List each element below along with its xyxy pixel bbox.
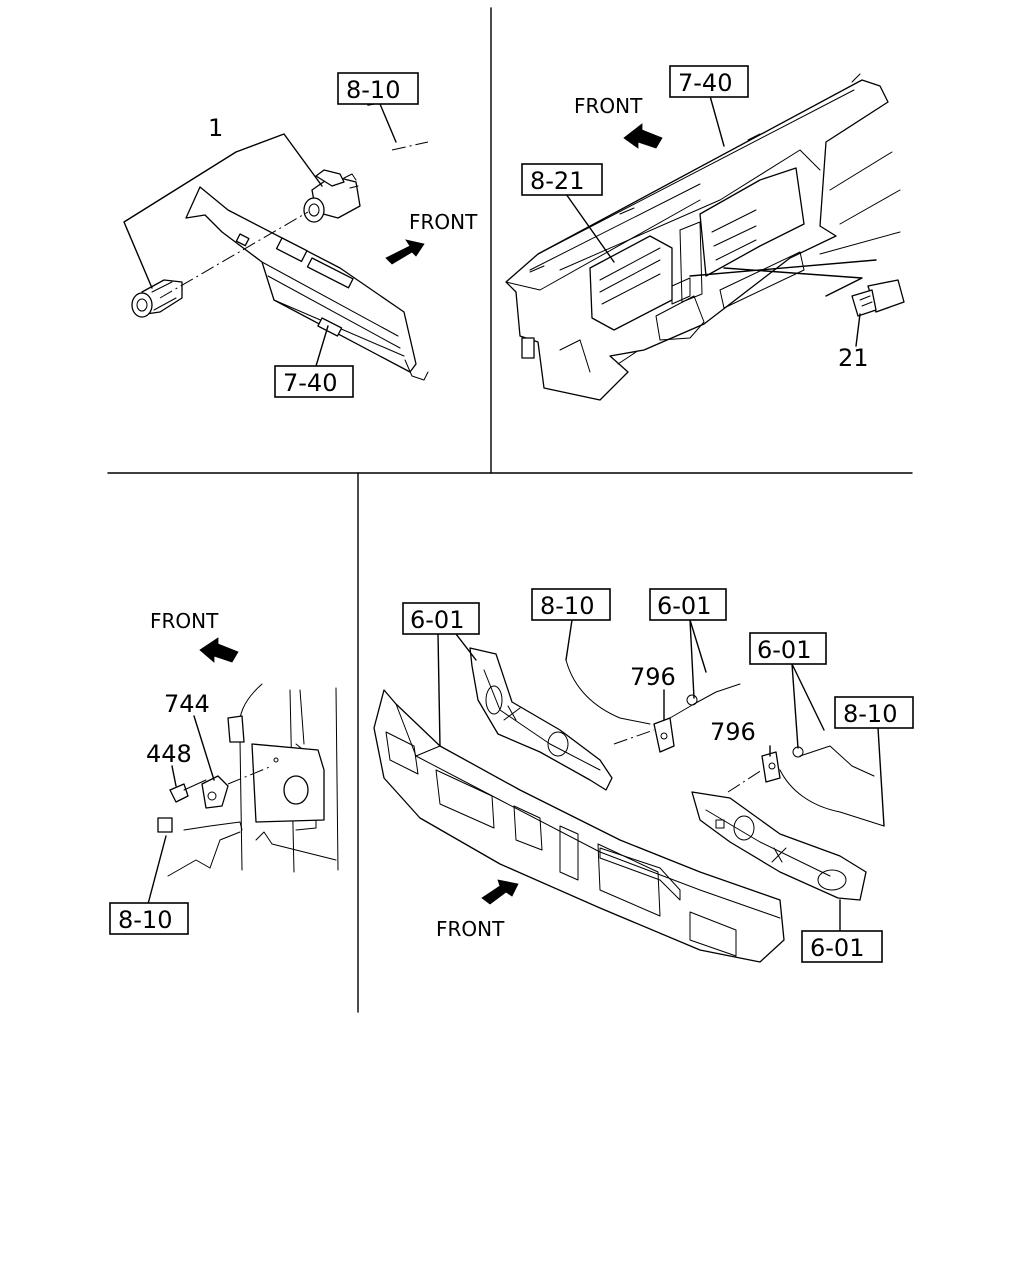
callout-part-448: 448 <box>146 740 192 768</box>
svg-text:6-01: 6-01 <box>810 934 864 962</box>
direction-indicator: FRONT <box>385 210 478 265</box>
callout-part-21: 21 <box>838 344 869 372</box>
dashboard <box>505 79 889 401</box>
trim-slots <box>235 233 354 337</box>
callout-box-8-21: 8-21 <box>521 163 603 196</box>
svg-text:7-40: 7-40 <box>678 69 732 97</box>
callout-box-8-10: 8-10 <box>337 72 419 105</box>
front-label: FRONT <box>574 94 643 118</box>
bumper-openings <box>385 731 737 957</box>
svg-text:6-01: 6-01 <box>657 592 711 620</box>
bumper-bracket-left <box>469 647 613 791</box>
front-label: FRONT <box>409 210 478 234</box>
callout-part-796: 796 <box>630 663 676 691</box>
callout-box-7-40: 7-40 <box>669 65 749 98</box>
svg-text:8-10: 8-10 <box>843 700 897 728</box>
panel-top-left: FRONT 1 8-10 7-40 <box>123 72 478 398</box>
front-arrow-icon <box>385 239 425 265</box>
panel-top-right: FRONT 7-40 8-21 21 <box>505 65 905 401</box>
svg-text:8-10: 8-10 <box>540 592 594 620</box>
callout-part-1: 1 <box>208 114 223 142</box>
callout-box-6-01: 6-01 <box>649 588 727 621</box>
svg-text:7-40: 7-40 <box>283 369 337 397</box>
callout-box-8-10: 8-10 <box>531 588 611 621</box>
svg-text:8-10: 8-10 <box>118 906 172 934</box>
callout-box-6-01: 6-01 <box>749 632 827 665</box>
svg-text:8-21: 8-21 <box>530 167 584 195</box>
connector <box>157 817 173 833</box>
callout-box-8-10: 8-10 <box>109 902 189 935</box>
callout-box-6-01: 6-01 <box>402 602 480 635</box>
panel-bottom-left: FRONT 744 448 8-10 <box>109 609 339 935</box>
front-bumper <box>373 689 785 963</box>
svg-text:6-01: 6-01 <box>757 636 811 664</box>
front-arrow-icon <box>623 123 663 149</box>
sensor-744 <box>201 775 229 809</box>
svg-text:6-01: 6-01 <box>410 606 464 634</box>
sensor-796-left <box>653 717 675 753</box>
sensor-796-right <box>761 751 781 783</box>
switch-assembly <box>303 169 361 223</box>
instrument-panel-trim <box>185 186 417 373</box>
front-arrow-icon <box>481 879 519 905</box>
panel-dividers <box>107 7 913 1013</box>
svg-text:8-10: 8-10 <box>346 76 400 104</box>
direction-indicator: FRONT <box>574 94 663 149</box>
callout-part-744: 744 <box>164 690 210 718</box>
switch-21 <box>851 279 905 317</box>
direction-indicator: FRONT <box>436 879 519 941</box>
front-arrow-icon <box>199 637 239 663</box>
front-label: FRONT <box>150 609 219 633</box>
callout-part-796: 796 <box>710 718 756 746</box>
callout-box-6-01: 6-01 <box>801 930 883 963</box>
knob <box>131 279 183 318</box>
front-label: FRONT <box>436 917 505 941</box>
callout-box-7-40: 7-40 <box>274 365 354 398</box>
callout-box-8-10: 8-10 <box>834 696 914 729</box>
panel-bottom-right: FRONT 6-01 8-10 6-01 796 6-01 796 8-10 6… <box>373 588 914 963</box>
bolt-448 <box>169 779 207 803</box>
direction-indicator: FRONT <box>150 609 239 663</box>
